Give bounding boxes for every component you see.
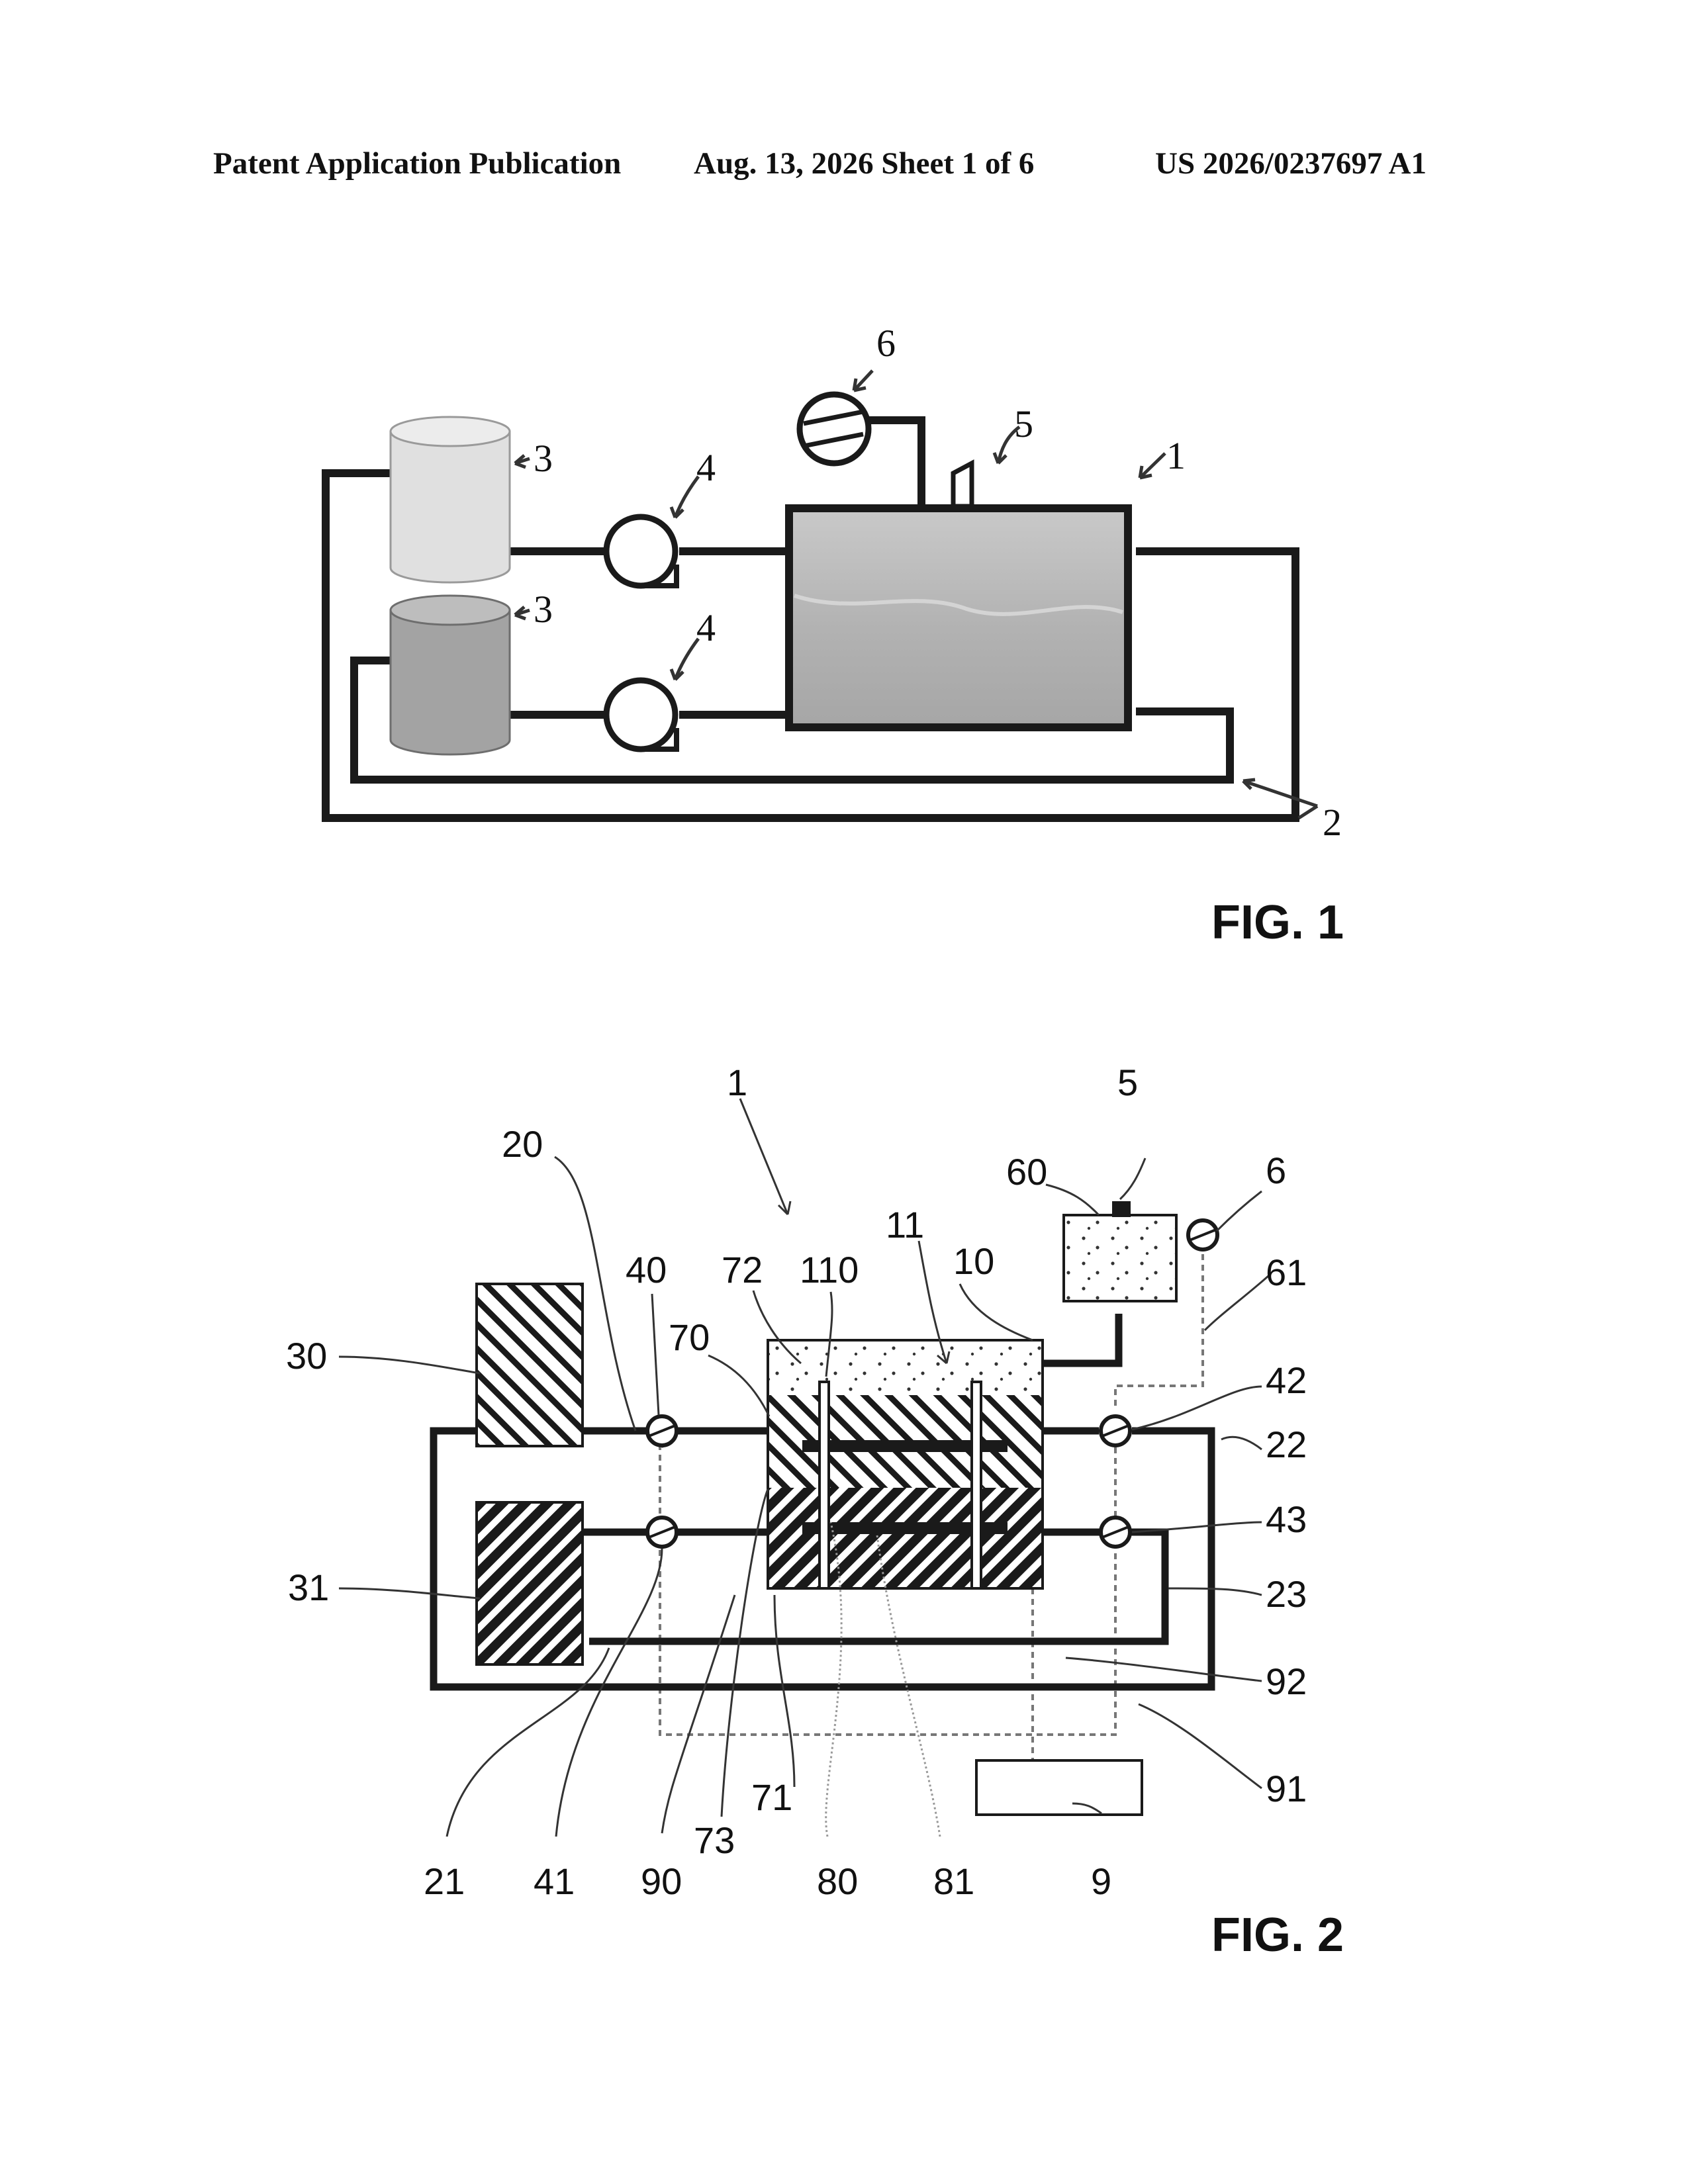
- fig2-probe-left: [820, 1382, 829, 1588]
- fig1-label-pump-bottom: 4: [696, 606, 716, 649]
- fig2-pump-6: [1188, 1220, 1217, 1250]
- fig2-label-30: 30: [286, 1335, 327, 1377]
- fig2-label-20: 20: [502, 1123, 543, 1165]
- fig2-label-90: 90: [641, 1860, 682, 1902]
- fig2-reservoir-30: [477, 1284, 583, 1446]
- fig2-reservoir-31: [477, 1502, 583, 1664]
- fig2-label-43: 43: [1266, 1498, 1307, 1540]
- fig2-label-81: 81: [933, 1860, 974, 1902]
- fig2-label-22: 22: [1266, 1424, 1307, 1465]
- fig2-label-6: 6: [1266, 1150, 1286, 1191]
- fig1-label-pump-top: 4: [696, 446, 716, 489]
- fig2-label-91: 91: [1266, 1768, 1307, 1809]
- fig2-label-80: 80: [817, 1860, 858, 1902]
- fig2-label-41: 41: [534, 1860, 575, 1902]
- fig1-label-lines: 2: [1323, 801, 1342, 844]
- fig2-label-110: 110: [800, 1249, 859, 1291]
- fig2-label-73: 73: [694, 1819, 735, 1861]
- fig2-caption: FIG. 2: [1211, 1909, 1344, 1962]
- fig2-label-40: 40: [626, 1249, 667, 1291]
- fig1-label-reservoir-bottom: 3: [534, 588, 553, 631]
- fig2-label-21: 21: [424, 1860, 465, 1902]
- fig2-valve-43: [1101, 1518, 1130, 1547]
- fig1-reservoir-top: [391, 417, 510, 582]
- fig2-label-10: 10: [953, 1240, 994, 1282]
- fig2-label-92: 92: [1266, 1661, 1307, 1702]
- fig2-label-9: 9: [1091, 1860, 1111, 1902]
- fig1-diagram: 6 5 1 4 4 3 3 2 FIG. 1: [326, 322, 1344, 949]
- fig2-label-70: 70: [669, 1316, 710, 1358]
- fig2-cell: [768, 1340, 1043, 1588]
- fig1-label-port: 5: [1014, 402, 1033, 445]
- fig2-valve-41: [647, 1518, 677, 1547]
- fig1-port: [953, 463, 972, 506]
- fig1-caption: FIG. 1: [1211, 896, 1344, 949]
- fig2-label-61: 61: [1266, 1251, 1307, 1293]
- fig2-label-72: 72: [722, 1249, 763, 1291]
- fig2-valve-42: [1101, 1416, 1130, 1445]
- fig1-reservoir-bottom: [391, 596, 510, 754]
- fig2-sensor-5: [1112, 1201, 1131, 1217]
- fig1-label-reservoir-top: 3: [534, 437, 553, 480]
- fig2-label-31: 31: [288, 1567, 329, 1608]
- fig2-label-1: 1: [727, 1062, 747, 1103]
- fig2-label-5: 5: [1117, 1062, 1138, 1103]
- fig2-vessel-60: [1064, 1201, 1176, 1301]
- fig2-label-71: 71: [751, 1776, 792, 1818]
- fig1-tank: [789, 508, 1128, 727]
- fig1-pump-top: [606, 517, 677, 586]
- fig2-valve-40: [647, 1416, 677, 1445]
- fig1-pump-bottom: [606, 680, 677, 749]
- fig2-label-60: 60: [1006, 1151, 1047, 1193]
- fig2-diagram: 1 5 6 60 20 11 10 40 72 110 61 30 70 42 …: [286, 1062, 1344, 1962]
- fig1-vacuum-pump: [800, 394, 868, 463]
- fig2-label-23: 23: [1266, 1573, 1307, 1615]
- fig2-label-42: 42: [1266, 1359, 1307, 1401]
- fig1-label-vacuum-pump: 6: [876, 322, 896, 365]
- fig2-probe-right: [972, 1382, 981, 1588]
- fig1-label-tank: 1: [1166, 434, 1186, 477]
- fig2-controller-9: [976, 1760, 1142, 1815]
- fig2-label-11: 11: [886, 1204, 924, 1246]
